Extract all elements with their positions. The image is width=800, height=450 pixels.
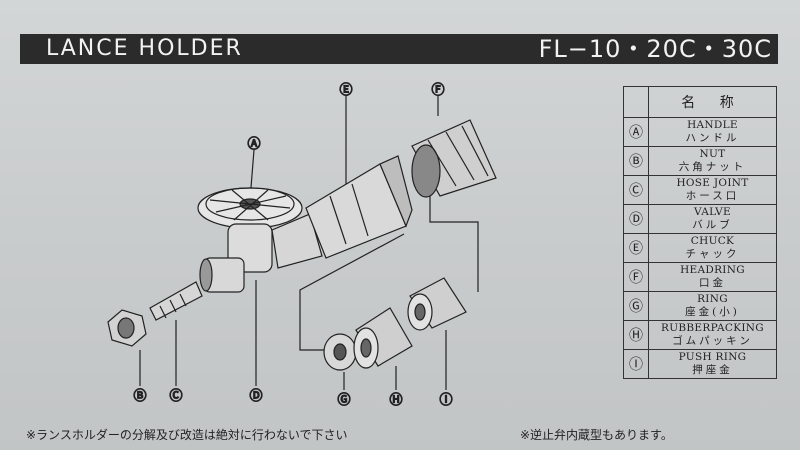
bracket-line-left	[299, 233, 405, 351]
callout-a: Ⓐ	[247, 137, 260, 152]
hose-joint-drawing	[149, 281, 203, 321]
part-name-en: HOSE JOINT	[676, 177, 749, 189]
parts-table-header-row: 名 称	[623, 86, 777, 118]
callout-g: Ⓖ	[337, 393, 350, 408]
ring-drawing	[323, 333, 357, 371]
part-symbol: Ⓖ	[623, 291, 649, 321]
part-name-en: HEADRING	[680, 264, 745, 276]
part-name-jp: バルブ	[692, 219, 733, 231]
handle-drawing	[197, 187, 303, 229]
part-name-en: CHUCK	[690, 235, 735, 247]
part-symbol: Ⓕ	[623, 262, 649, 292]
part-symbol: Ⓐ	[623, 117, 649, 147]
part-name-en: RING	[697, 293, 728, 305]
headring-drawing	[411, 119, 497, 198]
chuck-drawing	[305, 155, 413, 259]
part-symbol: Ⓑ	[623, 146, 649, 176]
parts-table-heading: 名 称	[648, 86, 777, 118]
part-name-jp: ホース口	[685, 190, 740, 202]
part-name-jp: 口金	[699, 277, 726, 289]
part-name-jp: 押座金	[692, 364, 733, 376]
part-name-en: RUBBERPACKING	[661, 322, 764, 334]
push-ring-drawing	[407, 277, 467, 331]
callout-f: Ⓕ	[431, 83, 444, 98]
callout-c: Ⓒ	[169, 389, 182, 404]
part-name-en: PUSH RING	[678, 351, 747, 363]
part-name-jp: チャック	[685, 248, 740, 260]
part-name-en: NUT	[699, 148, 726, 160]
part-name-jp: 六角ナット	[678, 161, 747, 173]
rubber-packing-drawing	[353, 307, 413, 369]
callout-h: Ⓗ	[389, 393, 402, 408]
part-name-jp: ゴムパッキン	[672, 335, 753, 347]
part-symbol: Ⓘ	[623, 349, 649, 379]
nut-drawing	[107, 309, 147, 347]
part-name-jp: 座金(小)	[685, 306, 740, 318]
model-number: FL−10・20C・30C	[538, 35, 772, 63]
check-valve-note: ※逆止弁内蔵型もあります。	[520, 428, 673, 442]
part-symbol: Ⓗ	[623, 320, 649, 350]
page-title: LANCE HOLDER	[46, 36, 243, 61]
part-symbol: Ⓒ	[623, 175, 649, 205]
part-name-jp: ハンドル	[685, 132, 740, 144]
callout-e: Ⓔ	[339, 83, 352, 98]
callout-b: Ⓑ	[133, 389, 146, 404]
part-symbol: Ⓓ	[623, 204, 649, 234]
part-name-en: HANDLE	[687, 119, 738, 131]
part-name-en: VALVE	[694, 206, 731, 218]
title-bar: LANCE HOLDER FL−10・20C・30C	[20, 34, 778, 64]
callout-d: Ⓓ	[249, 389, 262, 404]
disassembly-warning: ※ランスホルダーの分解及び改造は絶対に行わないで下さい	[26, 428, 348, 442]
parts-table-blank-cell	[623, 86, 649, 118]
bracket-line-right	[429, 196, 479, 292]
part-symbol: Ⓔ	[623, 233, 649, 263]
callout-i: Ⓘ	[439, 393, 452, 408]
valve-drawing	[199, 213, 323, 293]
